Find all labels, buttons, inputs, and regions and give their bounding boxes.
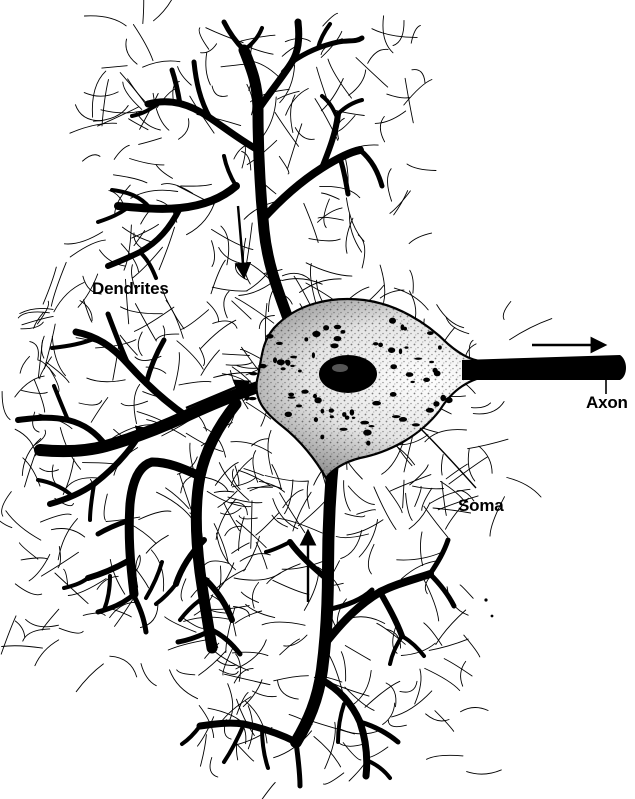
soma-body (244, 299, 626, 478)
nucleus (319, 355, 377, 393)
axon-label: Axon (586, 393, 628, 413)
dendrites-label: Dendrites (92, 279, 169, 299)
soma-label: Soma (458, 496, 504, 516)
upper-dendrite-arrow (238, 206, 244, 276)
